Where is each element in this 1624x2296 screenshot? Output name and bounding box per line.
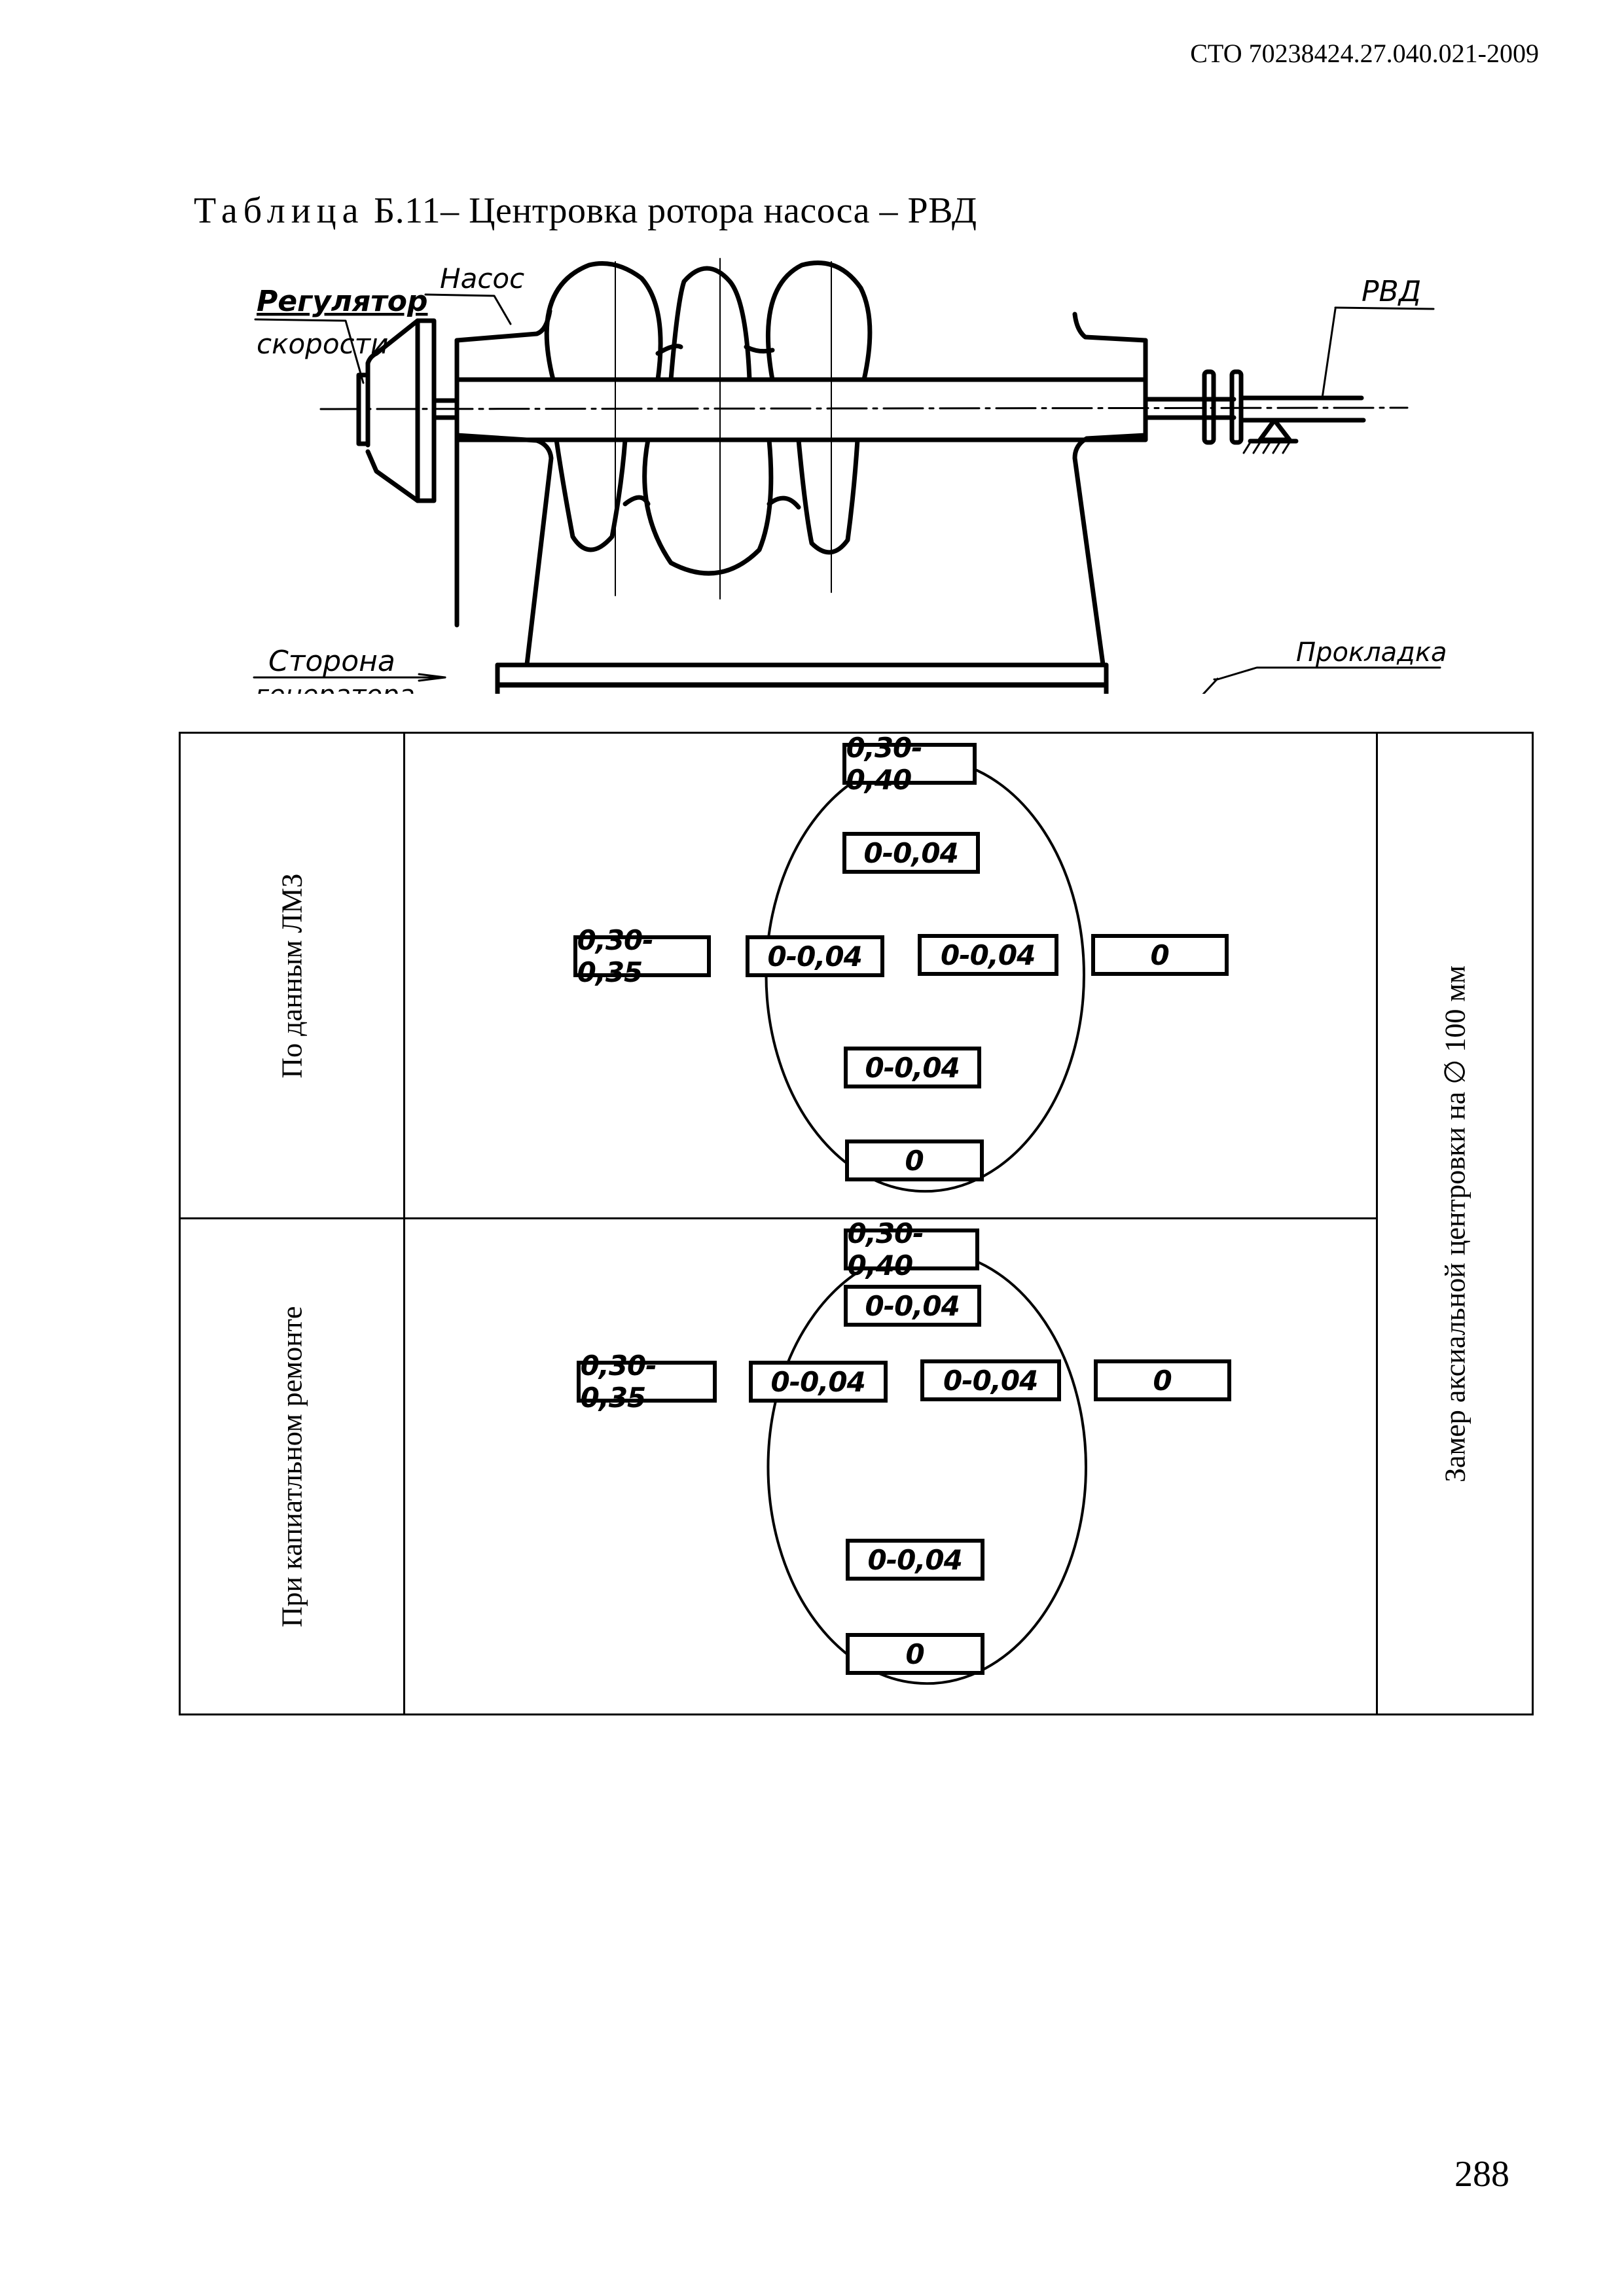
centering-scheme: 0,30-0,40 0-0,04 0,30-0,35 0-0,04 0-0,04… xyxy=(405,732,1377,1217)
centering-table: По данным ЛМЗ 0,30-0,40 0-0,04 0,30-0,35… xyxy=(179,732,1534,1715)
value-left-inner: 0-0,04 xyxy=(748,1361,888,1403)
document-code: СТО 70238424.27.040.021-2009 xyxy=(1190,39,1539,68)
label-regulator-line1: Регулятор xyxy=(257,285,427,318)
pump-drawing: Регулятор скорости Насос РВД Сторона ген… xyxy=(249,249,1492,710)
value-right-outer: 0 xyxy=(1093,1359,1231,1401)
label-regulator-line2: скорости xyxy=(257,328,388,360)
label-pump: Насос xyxy=(440,262,524,295)
label-side-line1: Сторона xyxy=(268,645,395,678)
row-label: По данным ЛМЗ xyxy=(276,872,308,1079)
value-bottom-inner: 0-0,04 xyxy=(845,1539,984,1581)
row-label: При капиатльном ремонте xyxy=(276,1306,308,1627)
ground-hatch xyxy=(1242,441,1291,454)
value-left-inner: 0-0,04 xyxy=(745,935,884,977)
label-rvd: РВД xyxy=(1362,275,1421,308)
pump-drawing-svg: Регулятор скорости Насос РВД Сторона ген… xyxy=(253,258,1447,710)
label-gasket: Прокладка xyxy=(1296,637,1447,668)
center-line xyxy=(319,406,1409,410)
value-top-outer: 0,30-0,40 xyxy=(842,732,977,796)
label-side-line2: генератора xyxy=(255,680,415,694)
value-right-outer: 0 xyxy=(1091,934,1229,976)
centering-scheme: 0,30-0,40 0-0,04 0,30-0,35 0-0,04 0-0,04… xyxy=(405,1217,1377,1713)
value-bottom-outer: 0 xyxy=(845,1633,984,1675)
side-label-cell: Замер аксиальной центровки на ∅ 100 мм xyxy=(1376,732,1534,1715)
value-left-outer: 0,30-0,35 xyxy=(573,924,711,988)
value-bottom-outer: 0 xyxy=(844,1139,984,1181)
value-top-inner: 0-0,04 xyxy=(842,832,980,874)
centering-scheme-cell: 0,30-0,40 0-0,04 0,30-0,35 0-0,04 0-0,04… xyxy=(403,732,1379,1219)
table-row: При капиатльном ремонте 0,30-0,40 0-0,04… xyxy=(179,1217,1533,1715)
value-right-inner: 0-0,04 xyxy=(917,934,1058,976)
table-row: По данным ЛМЗ 0,30-0,40 0-0,04 0,30-0,35… xyxy=(179,732,1534,1715)
page-number: 288 xyxy=(1454,2154,1509,2195)
value-top-outer: 0,30-0,40 xyxy=(843,1217,979,1282)
impeller-axes xyxy=(615,258,832,600)
value-top-inner: 0-0,04 xyxy=(843,1285,981,1327)
caption-text: Б.11– Центровка ротора насоса – РВД xyxy=(364,190,977,231)
value-right-inner: 0-0,04 xyxy=(920,1359,1061,1401)
pump-casing-shape xyxy=(454,260,1366,706)
speed-regulator-shape xyxy=(356,318,460,503)
row-label-cell: По данным ЛМЗ xyxy=(179,732,405,1219)
row-label-cell: При капиатльном ремонте xyxy=(179,1217,405,1715)
centering-scheme-cell: 0,30-0,40 0-0,04 0,30-0,35 0-0,04 0-0,04… xyxy=(403,1217,1379,1715)
value-left-outer: 0,30-0,35 xyxy=(576,1350,717,1414)
value-bottom-inner: 0-0,04 xyxy=(843,1047,981,1088)
caption-prefix: Таблица xyxy=(194,190,365,231)
table-caption: Таблица Б.11– Центровка ротора насоса – … xyxy=(194,190,977,232)
side-label: Замер аксиальной центровки на ∅ 100 мм xyxy=(1439,965,1471,1482)
